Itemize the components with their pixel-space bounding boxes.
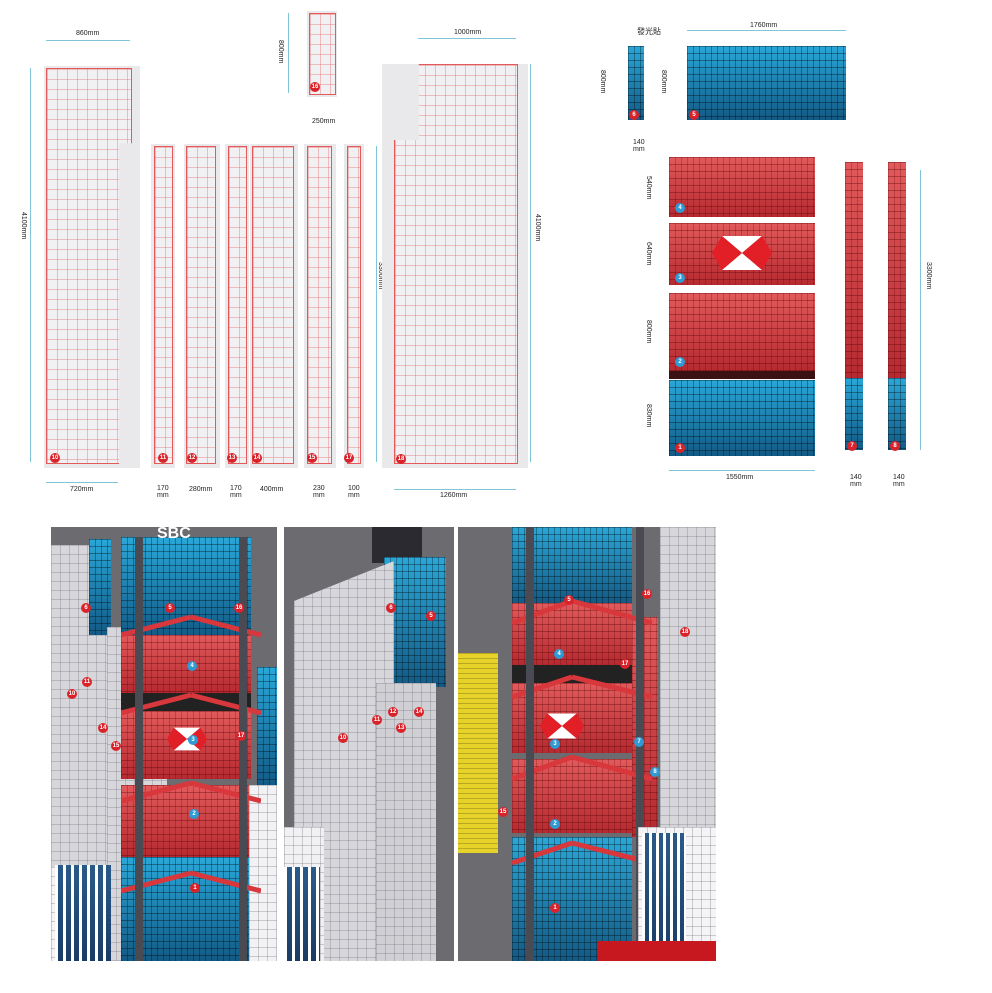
scene3-label-5: 5 xyxy=(564,595,574,605)
panel-1-width: 1550mm xyxy=(726,474,754,481)
panel-16-height: 800mm xyxy=(277,40,284,64)
panel-8-bottom xyxy=(888,378,906,450)
panel-18-height: 4100mm xyxy=(534,214,541,242)
panel-10-width: 860mm xyxy=(76,30,100,37)
panel-14 xyxy=(252,146,294,464)
panel-1-height: 830mm xyxy=(645,404,652,428)
scene2-label-12: 12 xyxy=(388,707,398,717)
panel-10 xyxy=(46,68,132,464)
panel-14-number: 14 xyxy=(252,453,262,463)
panel-1-number: 1 xyxy=(675,443,685,453)
panel-16-width: 250mm xyxy=(312,118,336,125)
panel-10-bottom-width: 720mm xyxy=(70,486,94,493)
render-scene-2: 6 5 10 11 12 13 14 xyxy=(284,527,454,961)
scene1-label-11: 11 xyxy=(82,677,92,687)
panel-3-height: 640mm xyxy=(645,242,652,266)
scene3-label-2: 2 xyxy=(550,819,560,829)
scene1-label-17: 17 xyxy=(236,731,246,741)
panel-6-number: 6 xyxy=(629,110,639,120)
scene3-label-15: 15 xyxy=(498,807,508,817)
render-scene-1: SBC 6 5 16 11 10 14 15 17 4 3 2 1 xyxy=(51,527,277,961)
panel-7-number: 7 xyxy=(847,441,857,451)
panel-18-top-width: 1000mm xyxy=(454,29,482,36)
panel-8-top xyxy=(888,162,906,378)
panel-15-number: 15 xyxy=(307,453,317,463)
render-scene-3: 5 16 18 4 17 3 7 8 15 2 1 xyxy=(458,527,716,961)
panel-11 xyxy=(154,146,173,464)
scene3-label-4: 4 xyxy=(554,649,564,659)
scene3-label-1: 1 xyxy=(550,903,560,913)
scene1-label-10: 10 xyxy=(67,689,77,699)
scene1-label-3: 3 xyxy=(188,735,198,745)
panel-4-height: 540mm xyxy=(645,176,652,200)
luminous-label: 發光貼 xyxy=(637,27,661,36)
panel-13 xyxy=(228,146,247,464)
panel-5-height: 800mm xyxy=(660,70,667,94)
scene1-label-16: 16 xyxy=(234,603,244,613)
hsbc-logo-text: SBC xyxy=(157,527,191,542)
panel-7-top xyxy=(845,162,863,378)
panel-8-width: 140 mm xyxy=(893,474,905,488)
scene2-label-5: 5 xyxy=(426,611,436,621)
scene1-label-5: 5 xyxy=(165,603,175,613)
scene2-label-6: 6 xyxy=(386,603,396,613)
panel-4-number: 4 xyxy=(675,203,685,213)
panel-2 xyxy=(669,293,815,371)
scene1-label-15: 15 xyxy=(111,741,121,751)
hsbc-hexagon-icon xyxy=(540,713,584,739)
panel-13-number: 13 xyxy=(227,453,237,463)
scene3-label-8: 8 xyxy=(650,767,660,777)
panel-6-height: 800mm xyxy=(599,70,606,94)
panel-17-number: 17 xyxy=(344,453,354,463)
panel-15 xyxy=(307,146,332,464)
scene2-label-14: 14 xyxy=(414,707,424,717)
panel-12-width: 280mm xyxy=(189,486,213,493)
scene1-label-14: 14 xyxy=(98,723,108,733)
scene2-label-13: 13 xyxy=(396,723,406,733)
panel-16 xyxy=(309,13,336,95)
scene3-label-16: 16 xyxy=(642,589,652,599)
panel-16-number: 16 xyxy=(310,82,320,92)
panel-17 xyxy=(347,146,361,464)
panel-10-number: 10 xyxy=(50,453,60,463)
panel-14-width: 400mm xyxy=(260,486,284,493)
scene1-label-4: 4 xyxy=(187,661,197,671)
panel-7-width: 140 mm xyxy=(850,474,862,488)
panel-12 xyxy=(186,146,216,464)
panel-5-number: 5 xyxy=(689,110,699,120)
scene2-label-10: 10 xyxy=(338,733,348,743)
scene1-label-2: 2 xyxy=(189,809,199,819)
panel-17-width: 100 mm xyxy=(348,485,360,499)
panel-5 xyxy=(687,46,846,120)
panel-15-width: 230 mm xyxy=(313,485,325,499)
scene1-label-1: 1 xyxy=(190,883,200,893)
scene1-label-6: 6 xyxy=(81,603,91,613)
panel-5-width: 1760mm xyxy=(750,22,778,29)
panel-2-number: 2 xyxy=(675,357,685,367)
panel-18-bottom-width: 1260mm xyxy=(440,492,468,499)
panel-12-number: 12 xyxy=(187,453,197,463)
panel-18-number: 18 xyxy=(396,454,406,464)
panel-7-bottom xyxy=(845,378,863,450)
panel-11-number: 11 xyxy=(158,453,168,463)
scene3-label-3: 3 xyxy=(550,739,560,749)
scene3-label-18: 18 xyxy=(680,627,690,637)
panel-8-number: 8 xyxy=(890,441,900,451)
scene3-label-17: 17 xyxy=(620,659,630,669)
panel-2-height: 800mm xyxy=(645,320,652,344)
panel-4 xyxy=(669,157,815,217)
hsbc-hexagon-icon xyxy=(712,236,772,270)
panel-10-height: 4100mm xyxy=(20,212,27,240)
towers-height: 3300mm xyxy=(925,262,932,290)
panel-3-number: 3 xyxy=(675,273,685,283)
panel-11-width: 170 mm xyxy=(157,485,169,499)
scene2-label-11: 11 xyxy=(372,715,382,725)
panel-6 xyxy=(628,46,644,120)
panel-6-width: 140 mm xyxy=(633,139,645,153)
scene3-label-7: 7 xyxy=(634,737,644,747)
panel-1 xyxy=(669,380,815,456)
panel-13-width: 170 mm xyxy=(230,485,242,499)
